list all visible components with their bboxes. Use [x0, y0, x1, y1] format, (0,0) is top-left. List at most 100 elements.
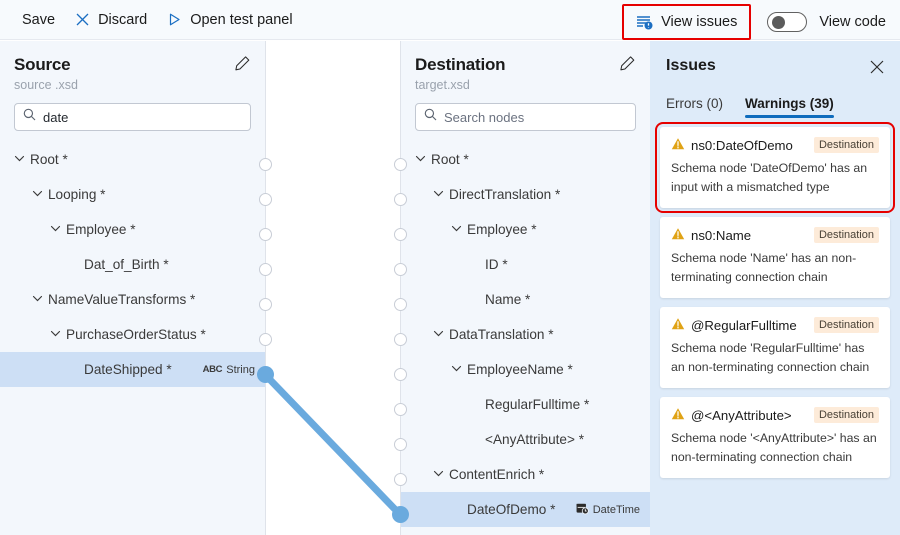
calendar-clock-icon — [576, 502, 589, 518]
node-connector-handle[interactable] — [258, 158, 272, 171]
view-issues-label: View issues — [661, 14, 738, 30]
node-connector-handle[interactable] — [393, 263, 407, 276]
node-label: Name * — [485, 292, 531, 307]
view-issues-button[interactable]: View issues — [626, 7, 747, 37]
issue-name: ns0:Name — [671, 227, 751, 244]
source-tree-node[interactable]: Employee * — [0, 212, 265, 247]
node-connector-handle[interactable] — [256, 366, 274, 383]
node-connector-handle[interactable] — [393, 158, 407, 171]
search-icon — [23, 108, 36, 126]
destination-tree-node[interactable]: <AnyAttribute> * — [401, 422, 650, 457]
destination-tree-node[interactable]: DateOfDemo * DateTime — [401, 492, 650, 527]
chevron-down-icon[interactable] — [451, 362, 464, 377]
node-label: Root * — [431, 152, 469, 167]
node-connector-handle[interactable] — [393, 298, 407, 311]
chevron-down-icon[interactable] — [433, 467, 446, 482]
chevron-down-icon[interactable] — [433, 327, 446, 342]
destination-tree-node[interactable]: EmployeeName * — [401, 352, 650, 387]
issues-panel: Issues Errors (0) Warnings (39) ns0:DateO… — [650, 41, 900, 535]
source-search-box[interactable] — [14, 103, 251, 131]
node-connector-handle[interactable] — [393, 193, 407, 206]
node-connector-handle[interactable] — [393, 228, 407, 241]
node-connector-handle[interactable] — [393, 403, 407, 416]
destination-search-box[interactable] — [415, 103, 636, 131]
chevron-down-icon[interactable] — [451, 222, 464, 237]
destination-tree-node[interactable]: RegularFulltime * — [401, 387, 650, 422]
source-subtitle: source .xsd — [14, 78, 78, 92]
node-label: DataTranslation * — [449, 327, 554, 342]
destination-tree-node[interactable]: ContentEnrich * — [401, 457, 650, 492]
close-icon[interactable] — [867, 57, 887, 82]
issue-name: @RegularFulltime — [671, 317, 797, 334]
node-label: DateShipped * — [84, 362, 172, 377]
node-connector-handle[interactable] — [258, 298, 272, 311]
chevron-down-icon[interactable] — [32, 292, 45, 307]
node-label: <AnyAttribute> * — [485, 432, 584, 447]
source-pencil-icon[interactable] — [234, 55, 251, 77]
issue-description: Schema node '<AnyAttribute>' has an non-… — [671, 431, 877, 465]
open-test-panel-button[interactable]: Open test panel — [157, 5, 302, 35]
node-connector-handle[interactable] — [258, 228, 272, 241]
source-search-input[interactable] — [43, 109, 242, 125]
node-label: DirectTranslation * — [449, 187, 561, 202]
chevron-down-icon[interactable] — [32, 187, 45, 202]
node-label: DateOfDemo * — [467, 502, 556, 517]
save-button[interactable]: Save — [12, 5, 65, 35]
issues-tabs: Errors (0) Warnings (39) — [660, 82, 890, 118]
discard-button[interactable]: Discard — [65, 5, 157, 35]
destination-tree-node[interactable]: Root * — [401, 142, 650, 177]
issues-tab[interactable]: Warnings (39) — [745, 96, 834, 118]
source-tree-node[interactable]: Root * — [0, 142, 265, 177]
node-type-label: DateTime — [592, 503, 640, 516]
destination-search-input[interactable] — [444, 109, 627, 125]
chevron-down-icon[interactable] — [50, 327, 63, 342]
destination-tree-node[interactable]: Employee * — [401, 212, 650, 247]
chevron-down-icon[interactable] — [433, 187, 446, 202]
view-code-toggle[interactable] — [767, 12, 808, 32]
node-connector-handle[interactable] — [393, 438, 407, 451]
node-connector-handle[interactable] — [258, 263, 272, 276]
node-connector-handle[interactable] — [258, 333, 272, 346]
toggle-knob — [772, 16, 786, 29]
source-header: Source source .xsd — [0, 41, 265, 92]
node-connector-handle[interactable] — [391, 506, 409, 523]
issues-tab[interactable]: Errors (0) — [666, 96, 723, 111]
node-label: RegularFulltime * — [485, 397, 590, 412]
issue-name: @<AnyAttribute> — [671, 407, 792, 424]
chevron-down-icon[interactable] — [415, 152, 428, 167]
chevron-down-icon[interactable] — [14, 152, 27, 167]
warning-triangle-icon — [671, 317, 685, 334]
warning-triangle-icon — [671, 407, 685, 424]
destination-tree-node[interactable]: DirectTranslation * — [401, 177, 650, 212]
play-triangle-icon — [167, 12, 182, 27]
source-tree-node[interactable]: NameValueTransforms * — [0, 282, 265, 317]
view-issues-highlight: View issues — [622, 4, 752, 40]
warning-triangle-icon — [671, 137, 685, 154]
node-label: Employee * — [66, 222, 136, 237]
source-tree-node[interactable]: PurchaseOrderStatus * — [0, 317, 265, 352]
node-connector-handle[interactable] — [393, 368, 407, 381]
destination-tree-node[interactable]: DataTranslation * — [401, 317, 650, 352]
destination-pencil-icon[interactable] — [619, 55, 636, 77]
destination-tree-node[interactable]: ID * — [401, 247, 650, 282]
node-connector-handle[interactable] — [393, 333, 407, 346]
view-code-label: View code — [819, 14, 886, 30]
chevron-down-icon[interactable] — [50, 222, 63, 237]
node-label: Dat_of_Birth * — [84, 257, 169, 272]
issues-header: Issues — [660, 41, 890, 82]
source-tree-node[interactable]: Looping * — [0, 177, 265, 212]
save-label: Save — [22, 11, 56, 28]
node-connector-handle[interactable] — [393, 473, 407, 486]
node-connector-handle[interactable] — [258, 193, 272, 206]
source-panel: Source source .xsd Root *Looping * Employ… — [0, 41, 266, 535]
mapping-canvas[interactable] — [266, 41, 400, 535]
source-tree-node[interactable]: Dat_of_Birth * — [0, 247, 265, 282]
destination-tree-node[interactable]: Name * — [401, 282, 650, 317]
